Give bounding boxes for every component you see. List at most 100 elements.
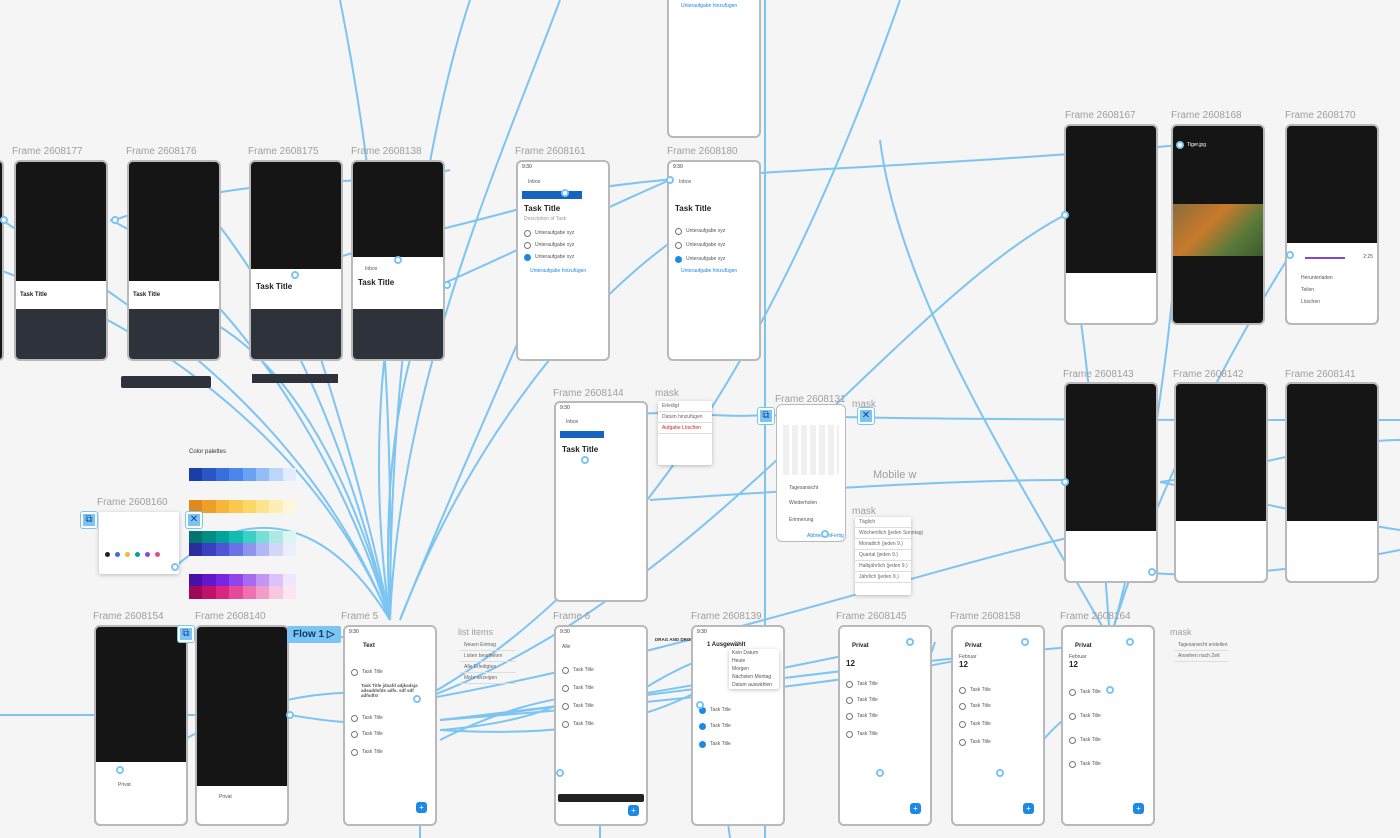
date-picker-sheet[interactable]: Tagesansicht Wiederholen Erinnerung Abbr… xyxy=(776,404,846,542)
phone-frame-files[interactable] xyxy=(1064,382,1158,583)
phone-frame-attachments[interactable] xyxy=(1064,124,1158,325)
phone-frame-image-viewer[interactable]: Tiger.jpg xyxy=(1171,124,1265,325)
menu-item[interactable]: Morgen xyxy=(732,666,749,672)
repeat-menu[interactable]: Täglich Wöchentlich (jeden Sonntag) Mona… xyxy=(855,517,923,595)
overlay-icon[interactable]: ⧉ xyxy=(758,408,774,424)
menu-item[interactable]: Datum hinzufügen xyxy=(658,412,712,423)
task-row[interactable]: Task Title xyxy=(362,731,383,737)
menu-item[interactable]: Mehr anzeigen xyxy=(460,673,516,684)
menu-item[interactable]: Listen bearbeiten xyxy=(460,651,516,662)
phone-frame-task-detail-2[interactable]: 9:30 Inbox Task Title Unteraufgabe xyz U… xyxy=(667,160,761,361)
connection-point[interactable] xyxy=(696,701,704,709)
menu-item[interactable]: Monatlich (jeden 9.) xyxy=(855,539,911,550)
menu-item[interactable]: Aufgabe Löschen xyxy=(658,423,712,434)
task-row[interactable]: Task Title xyxy=(573,667,594,673)
cancel-button[interactable]: Abbrechen xyxy=(807,533,832,539)
connection-point[interactable] xyxy=(116,766,124,774)
connection-point[interactable] xyxy=(1061,478,1069,486)
menu-item[interactable]: Erledigt xyxy=(658,401,712,412)
list-items-menu[interactable]: Neuen Eintrag Listen bearbeiten Alle Erl… xyxy=(460,640,516,692)
phone-frame-audio-player[interactable]: 2:25 Herunterladen Teilen Löschen xyxy=(1285,124,1379,325)
connection-point[interactable] xyxy=(876,769,884,777)
connection-point[interactable] xyxy=(1176,141,1184,149)
phone-frame-today-3[interactable]: Privat Februar 12 Task Title Task Title … xyxy=(1061,625,1155,826)
task-row[interactable]: Task Title xyxy=(1080,689,1101,695)
menu-item[interactable]: Nächsten Montag xyxy=(732,674,772,680)
add-subtask-link[interactable]: Unteraufgabe hinzufügen xyxy=(681,268,738,274)
menu-item[interactable]: Heute xyxy=(732,658,746,664)
task-row[interactable]: Task Title xyxy=(970,721,991,727)
menu-item[interactable]: Datum auswählen xyxy=(732,682,773,688)
connection-point[interactable] xyxy=(111,216,119,224)
connection-point[interactable] xyxy=(394,256,402,264)
tab-all[interactable]: Alle xyxy=(562,644,571,650)
connection-point[interactable] xyxy=(1286,251,1294,259)
menu-item[interactable]: Täglich xyxy=(855,517,911,528)
connection-point[interactable] xyxy=(996,769,1004,777)
connection-point[interactable] xyxy=(561,189,569,197)
menu-item[interactable]: Quartal (jeden 9.) xyxy=(855,550,911,561)
date-menu[interactable]: Kein Datum Heute Morgen Nächsten Montag … xyxy=(729,649,779,689)
task-row[interactable]: Task Title xyxy=(970,687,991,693)
phone-frame-task-list[interactable]: 9:30 Text Task Title Task Title jdsafd a… xyxy=(343,625,437,826)
connection-point[interactable] xyxy=(413,695,421,703)
task-row[interactable]: Task Title xyxy=(573,703,594,709)
menu-share[interactable]: Teilen xyxy=(1301,287,1315,293)
menu-item[interactable]: Kein Datum xyxy=(732,650,759,656)
phone-frame-keyboard-2[interactable]: Task Title xyxy=(127,160,221,361)
overlay-icon[interactable]: ⧉ xyxy=(81,512,97,528)
list-icon-color-picker[interactable] xyxy=(99,512,179,574)
task-row[interactable]: Task Title xyxy=(857,731,878,737)
connection-point[interactable] xyxy=(1021,638,1029,646)
phone-frame-selection[interactable]: 9:30 1 Ausgewählt Kein Datum Heute Morge… xyxy=(691,625,785,826)
phone-frame-list-dropdown[interactable]: Privat xyxy=(195,625,289,826)
menu-item[interactable]: Halbjährlich (jeden 9.) xyxy=(855,561,911,572)
task-row[interactable]: Task Title xyxy=(710,741,731,747)
connection-point[interactable] xyxy=(581,456,589,464)
option[interactable]: Erinnerung xyxy=(789,517,814,523)
connection-point[interactable] xyxy=(556,769,564,777)
task-row[interactable]: Task Title xyxy=(362,749,383,755)
connection-point[interactable] xyxy=(1126,638,1134,646)
close-overlay-icon[interactable]: ✕ xyxy=(858,408,874,424)
done-button[interactable]: Fertig xyxy=(831,533,844,539)
phone-frame-keyboard-1[interactable]: Task Title xyxy=(14,160,108,361)
add-task-fab[interactable]: + xyxy=(628,805,639,816)
overlay-icon[interactable]: ⧉ xyxy=(178,626,194,642)
connection-point[interactable] xyxy=(1148,568,1156,576)
add-task-fab[interactable]: + xyxy=(1133,803,1144,814)
task-row[interactable]: Task Title xyxy=(970,703,991,709)
task-options-menu[interactable]: Erledigt Datum hinzufügen Aufgabe Lösche… xyxy=(658,401,712,465)
menu-download[interactable]: Herunterladen xyxy=(1301,275,1333,281)
phone-frame-voice-options[interactable] xyxy=(1285,382,1379,583)
phone-frame-all-tasks[interactable]: 9:30 Alle Task Title Task Title Task Tit… xyxy=(554,625,648,826)
task-row[interactable]: Task Title xyxy=(857,681,878,687)
menu-item[interactable]: Wöchentlich (jeden Sonntag) xyxy=(855,528,923,539)
connection-point[interactable] xyxy=(171,563,179,571)
connection-point[interactable] xyxy=(821,530,829,538)
menu-item[interactable]: Jährlich (jeden 9.) xyxy=(855,572,911,583)
menu-item[interactable]: Neuen Eintrag xyxy=(460,640,516,651)
task-row[interactable]: Task Title xyxy=(970,739,991,745)
connection-point[interactable] xyxy=(443,281,451,289)
task-row[interactable]: Task Title xyxy=(362,669,383,675)
phone-frame-photo-options[interactable] xyxy=(1174,382,1268,583)
phone-frame-list-select[interactable]: Privat xyxy=(94,625,188,826)
phone-frame-task-options[interactable]: 9:30 Inbox Task Title xyxy=(554,401,648,602)
connection-point[interactable] xyxy=(666,176,674,184)
task-row[interactable]: Task Title xyxy=(1080,737,1101,743)
phone-frame-today-2[interactable]: Privat Februar 12 Task Title Task Title … xyxy=(951,625,1045,826)
menu-item[interactable]: Alle Erledigten xyxy=(460,662,516,673)
task-row[interactable]: Task Title xyxy=(573,685,594,691)
task-row-long[interactable]: Task Title jdsafd adjkadsja adsaddsfds a… xyxy=(361,683,418,698)
close-overlay-icon[interactable]: ✕ xyxy=(186,512,202,528)
task-row[interactable]: Task Title xyxy=(857,697,878,703)
task-row[interactable]: Task Title xyxy=(1080,713,1101,719)
menu-delete[interactable]: Löschen xyxy=(1301,299,1320,305)
add-subtask-link[interactable]: Unteraufgabe hinzufügen xyxy=(530,268,587,274)
add-task-fab[interactable]: + xyxy=(416,802,427,813)
flow-start-tag[interactable]: Flow 1 ▷ xyxy=(287,626,341,643)
option[interactable]: Wiederholen xyxy=(789,500,818,506)
menu-item[interactable]: Ansehen nach Zeit xyxy=(1174,651,1228,662)
task-row[interactable]: Task Title xyxy=(710,707,731,713)
